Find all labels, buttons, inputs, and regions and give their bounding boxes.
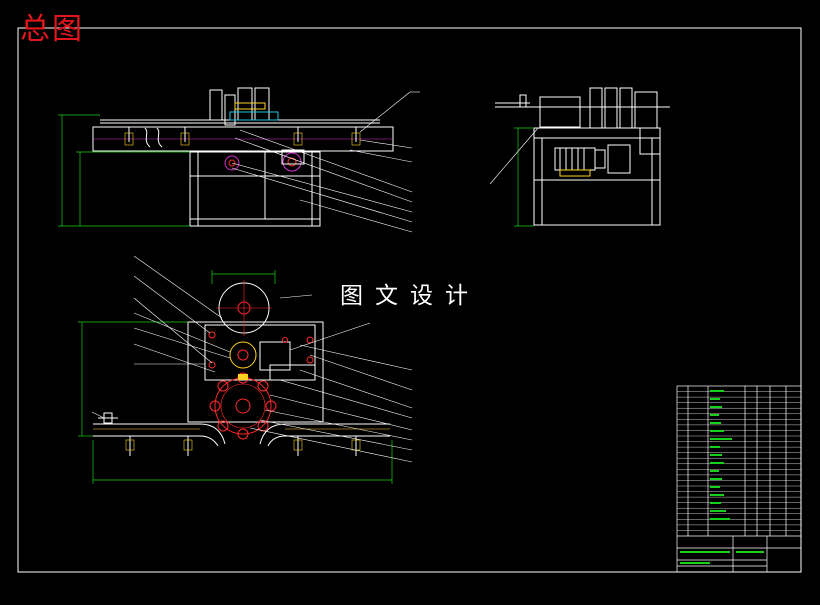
top-view-leaders xyxy=(91,255,413,463)
side-view-leaders xyxy=(489,127,539,185)
top-view-dimensions xyxy=(78,270,393,484)
drawing-title: 总图 xyxy=(20,12,84,47)
title-block-fills xyxy=(680,390,764,564)
outer-frame xyxy=(17,27,802,573)
watermark-text: 图文设计 xyxy=(340,283,480,309)
front-view-dimensions xyxy=(58,114,190,227)
side-view-dimensions xyxy=(514,127,534,227)
top-view xyxy=(93,280,390,456)
parts-list-rows xyxy=(677,391,801,531)
side-view xyxy=(495,87,670,226)
front-view xyxy=(92,87,394,227)
title-block xyxy=(676,385,802,573)
front-view-leaders xyxy=(231,91,420,233)
